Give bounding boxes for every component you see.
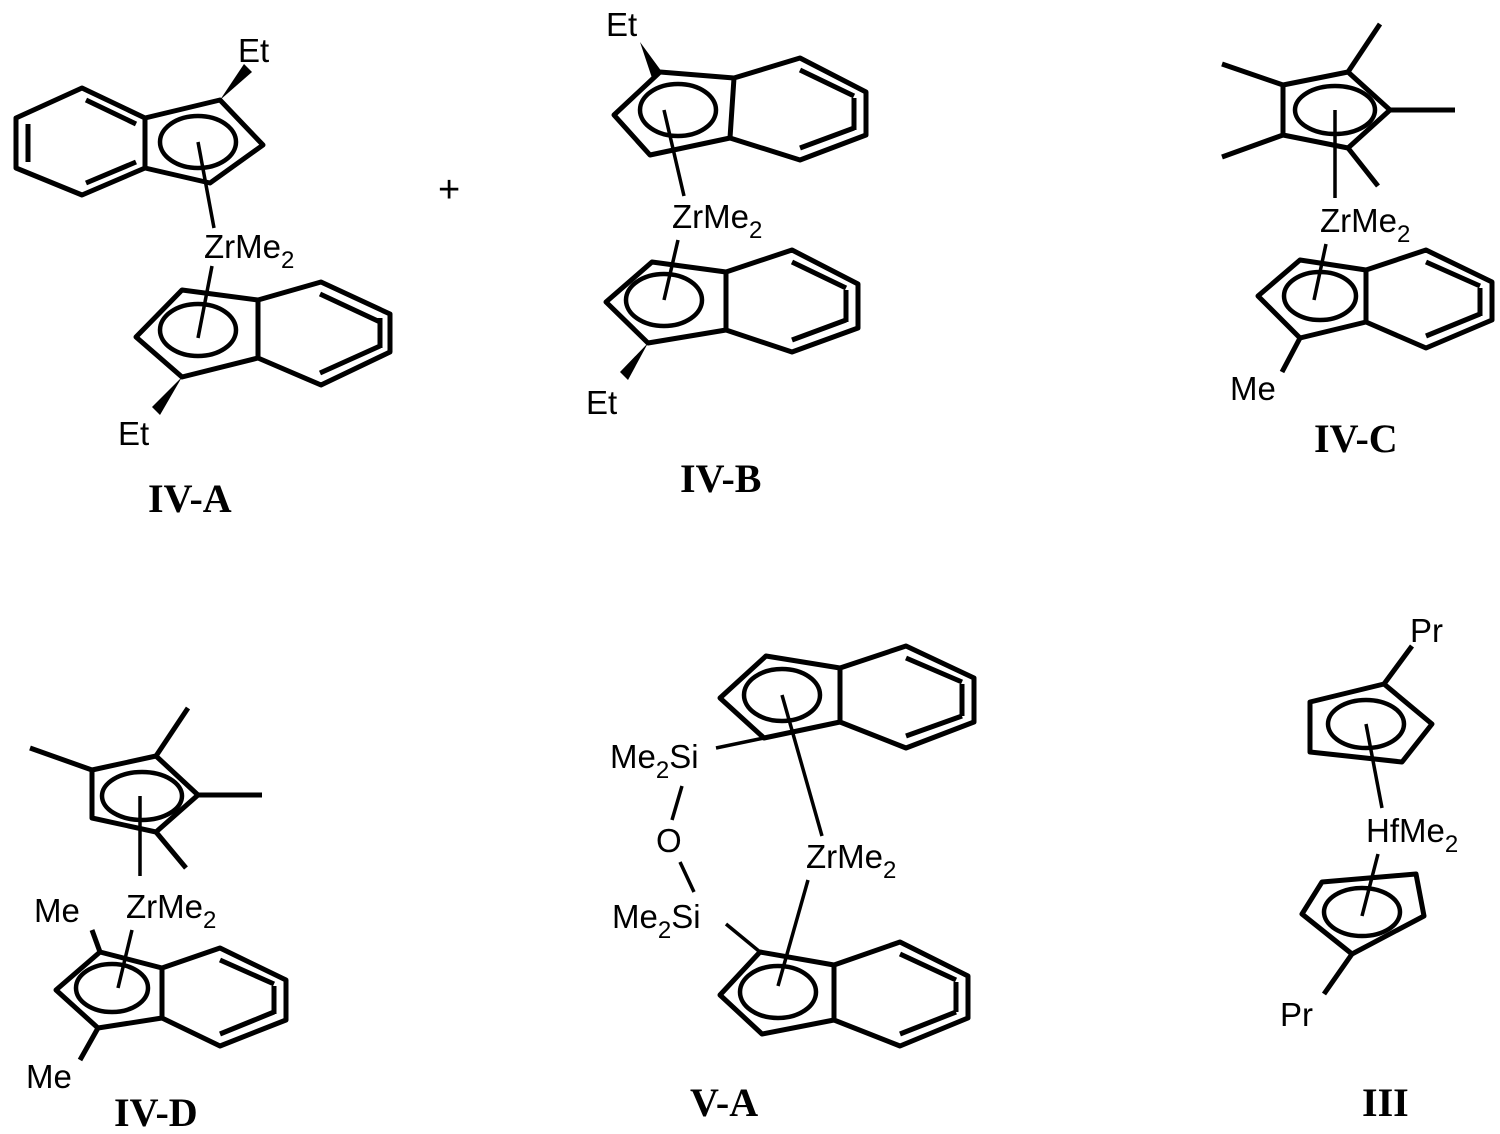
- compound-iii: Pr HfMe2 Pr III: [1280, 612, 1458, 1125]
- compound-iv-c: ZrMe2 Me IV-C: [1222, 24, 1492, 461]
- v-a-lower-benzene-ring: [834, 942, 968, 1046]
- compound-iv-a: Et ZrMe2 Et IV-A: [16, 32, 390, 521]
- iv-b-metal: ZrMe2: [672, 198, 762, 244]
- iv-a-label: IV-A: [148, 476, 232, 521]
- iv-b-upper-aromatic-circle: [640, 84, 716, 136]
- v-a-lower-aromatic-circle: [740, 966, 816, 1018]
- compound-v-a: Me2Si O Me2Si ZrMe2 V-A: [610, 646, 974, 1125]
- iv-b-top-ethyl: Et: [606, 6, 637, 43]
- iii-label: III: [1362, 1080, 1409, 1125]
- iv-c-metal: ZrMe2: [1320, 202, 1410, 248]
- iv-b-bottom-ethyl: Et: [586, 384, 617, 421]
- iv-d-methyl-top: Me: [34, 892, 80, 929]
- v-a-upper-silyl: Me2Si: [610, 738, 699, 784]
- v-a-oxygen: O: [656, 822, 682, 859]
- iv-d-metal: ZrMe2: [126, 888, 216, 934]
- iv-a-upper-benzene-ring: [16, 88, 145, 195]
- v-a-label: V-A: [690, 1080, 758, 1125]
- iv-a-bottom-ethyl: Et: [118, 415, 149, 452]
- iv-a-metal: ZrMe2: [204, 228, 294, 274]
- iii-metal: HfMe2: [1366, 812, 1458, 858]
- iii-top-propyl: Pr: [1410, 612, 1443, 649]
- iv-b-upper-benzene-ring: [730, 58, 866, 160]
- iv-c-label: IV-C: [1314, 416, 1398, 461]
- v-a-lower-silyl: Me2Si: [612, 898, 701, 944]
- iii-bottom-propyl: Pr: [1280, 996, 1313, 1033]
- iv-b-label: IV-B: [680, 456, 761, 501]
- iv-a-top-ethyl: Et: [238, 32, 269, 69]
- compound-iv-d: Me ZrMe2 Me IV-D: [26, 708, 286, 1134]
- iv-d-cp-aromatic-circle: [102, 772, 182, 820]
- iv-b-lower-benzene-ring: [726, 250, 858, 352]
- iv-d-indenyl-aromatic-circle: [76, 964, 148, 1012]
- v-a-upper-benzene-ring: [840, 646, 974, 748]
- iv-d-methyl-bottom: Me: [26, 1058, 72, 1095]
- v-a-metal: ZrMe2: [806, 838, 896, 884]
- iv-d-label: IV-D: [114, 1090, 198, 1134]
- plus-sign: +: [438, 169, 460, 211]
- iv-c-methyl: Me: [1230, 370, 1276, 407]
- compound-iv-b: Et ZrMe2 Et IV-B: [586, 6, 866, 501]
